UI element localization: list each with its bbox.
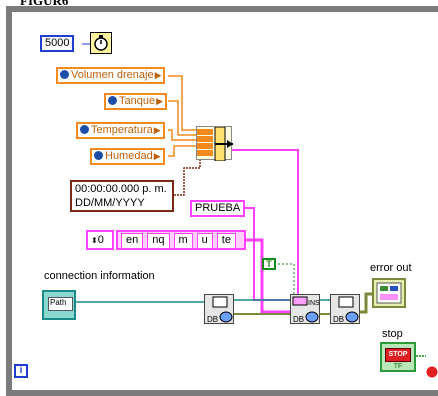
refnum-tanque[interactable]: Tanque▶ [104, 93, 168, 110]
refnum-label: Volumen drenaje [71, 69, 154, 81]
array-element[interactable]: m [173, 233, 193, 249]
boolean-type-label: TF [393, 363, 403, 370]
db-close-icon: DB [333, 296, 359, 324]
string-array-constant[interactable]: en nq m u te [116, 230, 246, 250]
stop-button-icon: STOP [385, 348, 411, 362]
stop-label: stop [382, 328, 403, 340]
array-element[interactable]: u [196, 233, 213, 249]
array-index-value: 0 [97, 234, 104, 246]
refnum-volumen-drenaje[interactable]: Volumen drenaje▶ [56, 67, 166, 84]
globe-icon [60, 70, 69, 79]
globe-icon [108, 96, 117, 105]
connection-information-label: connection information [44, 270, 155, 282]
svg-text:DB: DB [333, 315, 344, 324]
refnum-label: Temperatura [91, 124, 153, 136]
timestamp-date: DD/MM/YYYY [75, 197, 145, 209]
error-out-indicator[interactable] [372, 278, 406, 308]
db-insert-icon: INS DB [292, 296, 320, 324]
bundle-node[interactable] [196, 126, 233, 162]
refnum-temperatura[interactable]: Temperatura▶ [76, 122, 165, 139]
svg-text:DB: DB [207, 315, 218, 324]
arrow-icon: ▶ [154, 70, 162, 80]
db-open-connection-vi[interactable]: DB [204, 294, 234, 324]
array-index[interactable]: ⬍0 [86, 230, 114, 250]
db-open-icon: DB [207, 296, 233, 324]
svg-text:INS: INS [308, 300, 320, 307]
bundle-icon [197, 126, 233, 162]
globe-icon [80, 125, 89, 134]
wait-ms-constant[interactable]: 5000 [40, 35, 75, 52]
refnum-label: Tanque [119, 95, 156, 107]
stop-button-control[interactable]: STOP TF [380, 342, 416, 372]
index-stepper-icon: ⬍ [91, 236, 98, 245]
arrow-icon: ▶ [156, 96, 164, 106]
refnum-label: Humedad [105, 150, 153, 162]
wait-ms-node[interactable] [90, 32, 112, 54]
array-element[interactable]: nq [147, 233, 170, 249]
arrow-icon: ▶ [153, 151, 161, 161]
error-cluster-icon [376, 282, 402, 304]
timestamp-constant[interactable]: 00:00:00.000 p. m. DD/MM/YYYY [70, 180, 174, 212]
globe-icon [94, 151, 103, 160]
timestamp-time: 00:00:00.000 p. m. [75, 183, 167, 195]
figure-caption-fragment: FIGUR6 [20, 0, 69, 8]
error-out-label: error out [370, 262, 412, 274]
svg-text:DB: DB [293, 315, 304, 324]
array-element[interactable]: te [216, 233, 236, 249]
arrow-icon: ▶ [153, 125, 161, 135]
wire-layer [76, 43, 438, 379]
refnum-humedad[interactable]: Humedad▶ [90, 148, 165, 165]
boolean-true-constant[interactable]: T [262, 258, 276, 270]
stopwatch-icon [94, 35, 108, 51]
path-control: Path [48, 297, 73, 311]
loop-iteration-terminal: i [14, 364, 28, 378]
array-element[interactable]: en [121, 233, 144, 249]
connection-information-control[interactable]: Path [42, 290, 76, 320]
db-insert-data-vi[interactable]: INS DB [290, 294, 320, 324]
db-close-connection-vi[interactable]: DB [330, 294, 360, 324]
string-constant-prueba[interactable]: PRUEBA [190, 200, 246, 217]
